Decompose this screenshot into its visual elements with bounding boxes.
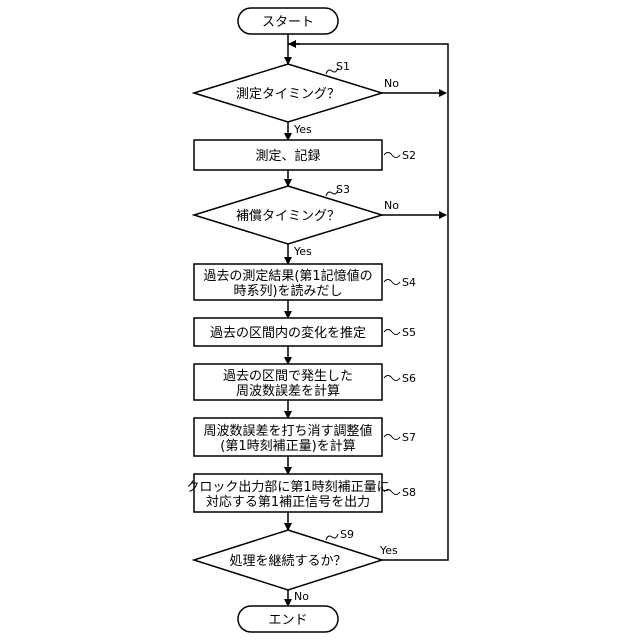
edge-label-s9-yes: Yes bbox=[379, 544, 398, 557]
step-label-s5: S5 bbox=[402, 326, 416, 339]
process-s2-text: 測定、記録 bbox=[255, 148, 320, 164]
end-terminal-text: エンド bbox=[268, 613, 307, 628]
edge-label-s1-yes: Yes bbox=[293, 123, 312, 136]
edge-label-s3-yes: Yes bbox=[293, 245, 312, 258]
process-s7-text-line2: (第1時刻補正量)を計算 bbox=[220, 438, 355, 454]
step-label-s3: S3 bbox=[336, 183, 350, 196]
step-label-s6: S6 bbox=[402, 372, 416, 385]
process-s8-text-line2: 対応する第1補正信号を出力 bbox=[206, 495, 370, 510]
step-leader-s5 bbox=[384, 330, 400, 335]
process-s7-text-line1: 周波数誤差を打ち消す調整値 bbox=[203, 423, 372, 439]
process-s4-text-line1: 過去の測定結果(第1記憶値の bbox=[203, 268, 372, 284]
step-leader-s4 bbox=[384, 280, 400, 285]
decision-s9-text: 処理を継続するか？ bbox=[229, 554, 346, 569]
step-label-s1: S1 bbox=[336, 60, 350, 73]
edge-label-s3-no: No bbox=[384, 199, 399, 212]
decision-s1-text: 測定タイミング？ bbox=[236, 87, 340, 102]
step-label-s2: S2 bbox=[402, 149, 416, 162]
start-terminal-text: スタート bbox=[262, 15, 314, 30]
step-leader-s7 bbox=[384, 435, 400, 440]
step-label-s9: S9 bbox=[340, 528, 354, 541]
process-s6-text-line2: 周波数誤差を計算 bbox=[236, 383, 340, 399]
step-label-s4: S4 bbox=[402, 276, 416, 289]
process-s4-text-line2: 時系列)を読みだし bbox=[233, 283, 342, 299]
edge-label-s1-no: No bbox=[384, 77, 399, 90]
process-s8-text-line1: クロック出力部に第1時刻補正量に bbox=[186, 480, 389, 495]
decision-s3-text: 補償タイミング？ bbox=[236, 209, 340, 224]
step-leader-s9 bbox=[326, 534, 338, 540]
process-s5-text: 過去の区間内の変化を推定 bbox=[210, 325, 366, 341]
step-leader-s6 bbox=[384, 376, 400, 381]
step-label-s8: S8 bbox=[402, 486, 416, 499]
edge-label-s9-no: No bbox=[294, 590, 309, 603]
process-s6-text-line1: 過去の区間で発生した bbox=[223, 369, 353, 384]
step-leader-s2 bbox=[384, 153, 400, 158]
step-label-s7: S7 bbox=[402, 431, 416, 444]
